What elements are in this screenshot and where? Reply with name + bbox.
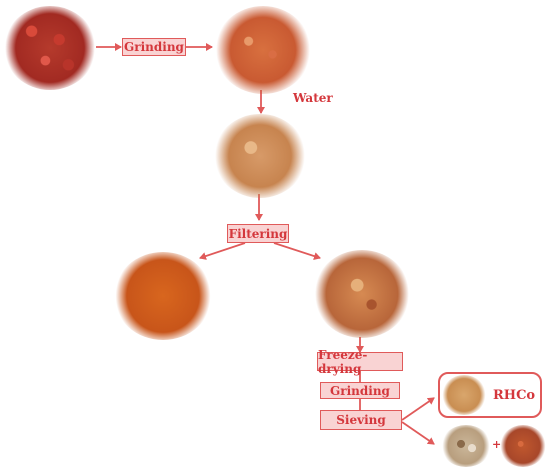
step-grinding-2-label: Grinding (330, 383, 390, 398)
step-sieving: Sieving (320, 410, 402, 430)
coarse-residue-photo (500, 425, 546, 467)
arrow-sieving-to-rhco (401, 397, 435, 421)
plus-sign: + (492, 438, 502, 451)
hulls-photo (441, 425, 491, 467)
step-grinding-1-label: Grinding (124, 40, 184, 54)
rhco-powder-photo (442, 375, 486, 415)
arrow-filtering-to-residue (273, 242, 321, 260)
step-filtering-label: Filtering (228, 226, 288, 241)
step-freeze-drying-label: Freeze-drying (318, 347, 368, 376)
water-label: Water (293, 91, 333, 105)
filter-residue-photo (314, 250, 410, 338)
bean-paste-photo (214, 114, 306, 198)
step-freeze-drying: Freeze-drying (317, 348, 403, 376)
step-filtering: Filtering (227, 224, 289, 243)
filtrate-liquid-photo (114, 252, 212, 340)
arrow-sieving-to-byproducts (401, 421, 435, 445)
step-grinding-1: Grinding (122, 38, 186, 56)
red-beans-photo (4, 6, 96, 90)
step-grinding-2: Grinding (320, 382, 400, 399)
step-sieving-label: Sieving (336, 413, 386, 427)
rhco-label: RHCo (493, 388, 536, 403)
ground-beans-photo (215, 6, 311, 94)
arrow-filtering-to-liquid (199, 242, 246, 260)
